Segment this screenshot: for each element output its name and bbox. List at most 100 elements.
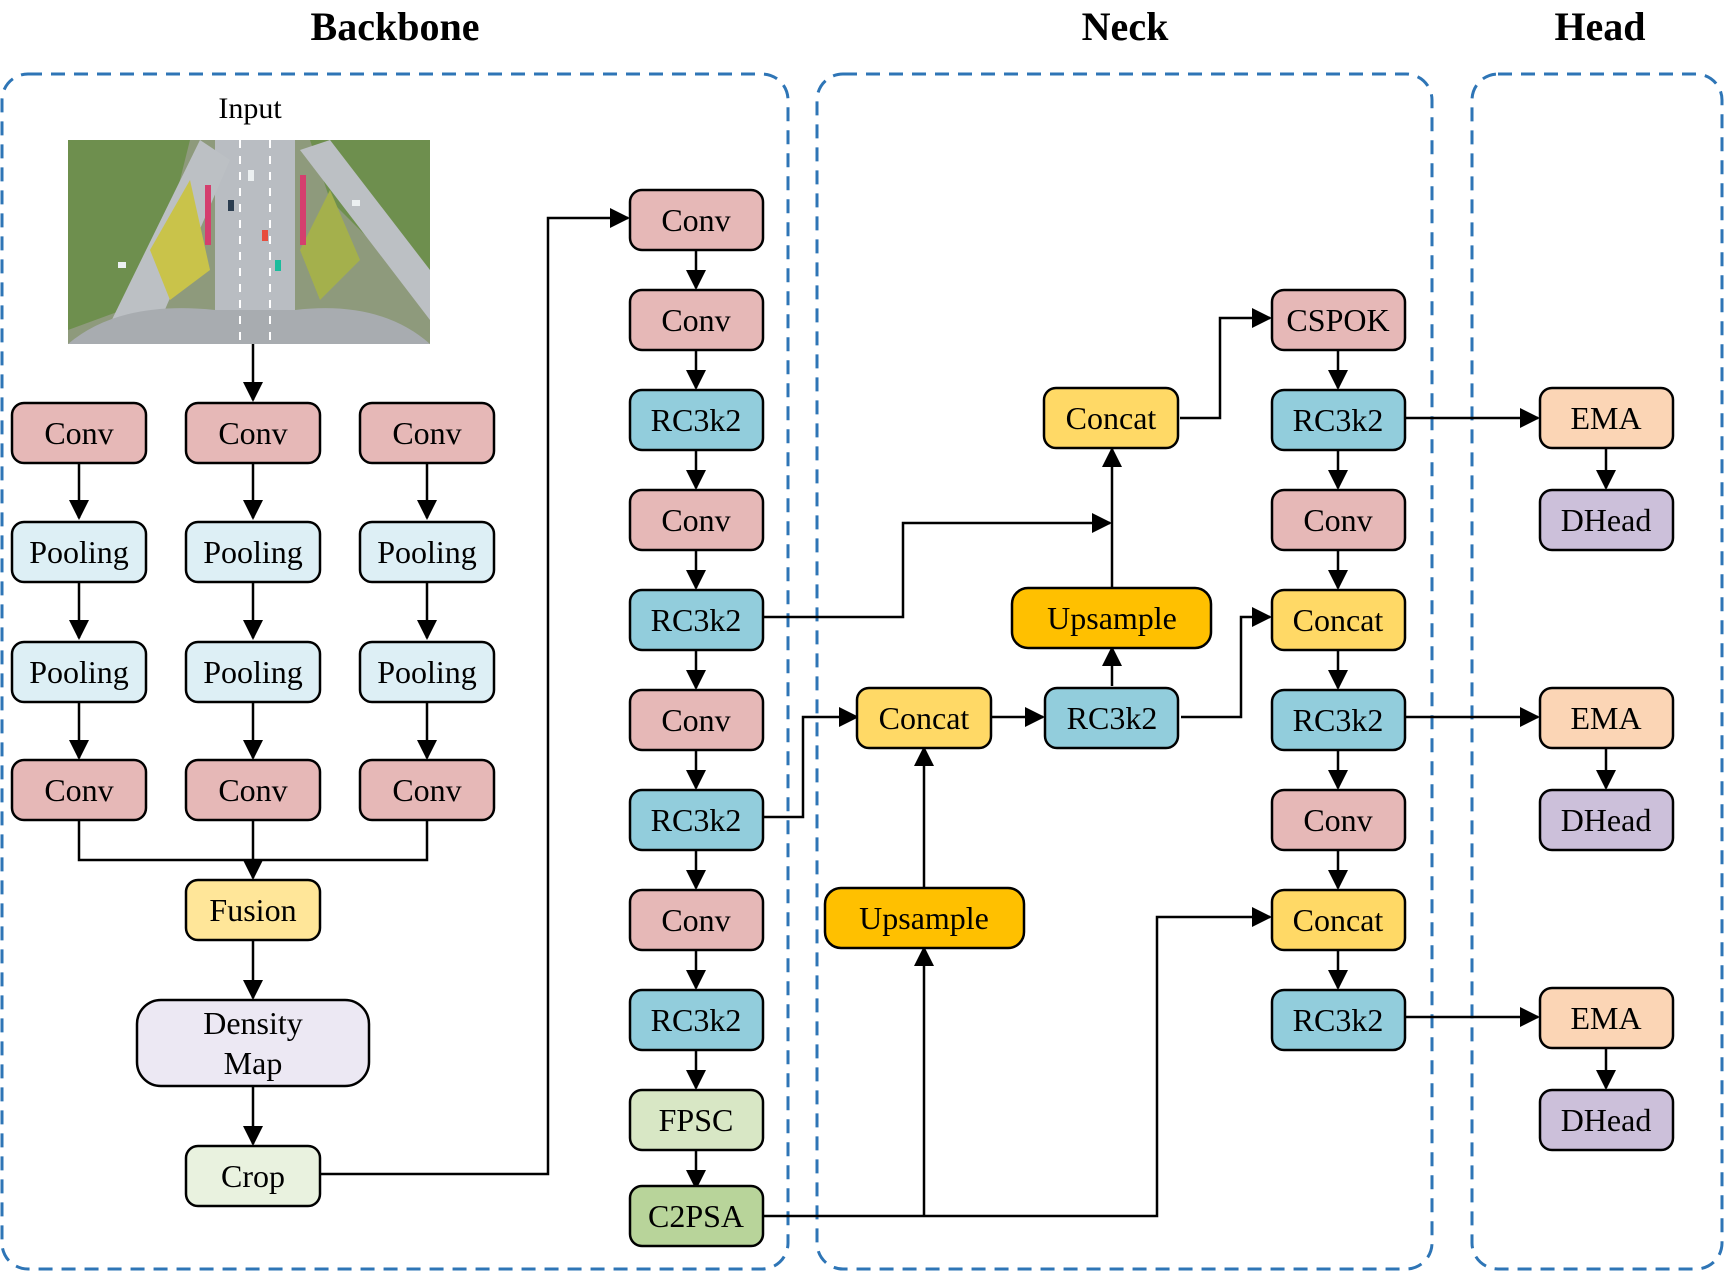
node-conv: Conv (10, 758, 148, 822)
svg-text:Map: Map (224, 1045, 283, 1081)
node-conv: Conv (358, 401, 496, 465)
backbone-title: Backbone (311, 4, 480, 49)
diagram-nodes: Conv Conv Conv Pooling Pooling Pooling P… (10, 188, 1675, 1248)
svg-text:RC3k2: RC3k2 (1293, 1002, 1384, 1038)
svg-text:RC3k2: RC3k2 (651, 802, 742, 838)
svg-text:Concat: Concat (1293, 602, 1384, 638)
svg-text:DHead: DHead (1561, 502, 1652, 538)
svg-text:DHead: DHead (1561, 1102, 1652, 1138)
node-pooling: Pooling (184, 520, 322, 584)
svg-text:Conv: Conv (661, 902, 730, 938)
node-conv: Conv (184, 401, 322, 465)
svg-text:CSPOK: CSPOK (1286, 302, 1389, 338)
node-ema: EMA (1538, 986, 1675, 1050)
svg-text:Pooling: Pooling (377, 534, 477, 570)
node-rc3k2: RC3k2 (628, 988, 765, 1052)
svg-text:Concat: Concat (879, 700, 970, 736)
node-density-map: Density Map (135, 998, 371, 1088)
node-dhead: DHead (1538, 1088, 1675, 1152)
node-rc3k2: RC3k2 (628, 788, 765, 852)
neck-border (815, 72, 1434, 1271)
node-conv: Conv (1270, 488, 1407, 552)
svg-text:Conv: Conv (1303, 802, 1372, 838)
backbone-border (0, 72, 790, 1271)
node-fusion: Fusion (184, 878, 322, 942)
node-fpsc: FPSC (628, 1088, 765, 1152)
svg-text:Conv: Conv (661, 302, 730, 338)
svg-text:RC3k2: RC3k2 (651, 602, 742, 638)
node-conv: Conv (628, 288, 765, 352)
svg-text:Upsample: Upsample (859, 900, 989, 936)
svg-text:Conv: Conv (1303, 502, 1372, 538)
svg-text:Concat: Concat (1293, 902, 1384, 938)
node-rc3k2: RC3k2 (628, 388, 765, 452)
neck-title: Neck (1082, 4, 1169, 49)
svg-text:Pooling: Pooling (203, 534, 303, 570)
node-pooling: Pooling (10, 520, 148, 584)
svg-text:Concat: Concat (1066, 400, 1157, 436)
svg-text:EMA: EMA (1570, 400, 1641, 436)
svg-text:Crop: Crop (221, 1158, 285, 1194)
node-pooling: Pooling (358, 520, 496, 584)
svg-text:Pooling: Pooling (377, 654, 477, 690)
svg-text:Conv: Conv (392, 772, 461, 808)
svg-text:Conv: Conv (661, 502, 730, 538)
node-dhead: DHead (1538, 488, 1675, 552)
svg-text:Conv: Conv (44, 415, 113, 451)
svg-text:Conv: Conv (661, 202, 730, 238)
svg-text:Conv: Conv (392, 415, 461, 451)
svg-text:Pooling: Pooling (203, 654, 303, 690)
connectors (69, 208, 1616, 1218)
svg-text:Conv: Conv (218, 415, 287, 451)
node-dhead: DHead (1538, 788, 1675, 852)
node-concat: Concat (855, 686, 993, 750)
node-cspok: CSPOK (1270, 288, 1407, 352)
node-pooling: Pooling (184, 640, 322, 704)
svg-text:C2PSA: C2PSA (648, 1198, 744, 1234)
svg-text:FPSC: FPSC (659, 1102, 734, 1138)
node-upsample: Upsample (823, 886, 1026, 950)
node-upsample: Upsample (1010, 586, 1213, 650)
node-conv: Conv (184, 758, 322, 822)
svg-text:RC3k2: RC3k2 (651, 1002, 742, 1038)
svg-text:Conv: Conv (44, 772, 113, 808)
input-image (68, 140, 430, 344)
node-c2psa: C2PSA (628, 1184, 765, 1248)
node-concat: Concat (1270, 888, 1407, 952)
input-label: Input (218, 92, 282, 125)
svg-text:DHead: DHead (1561, 802, 1652, 838)
node-concat: Concat (1270, 588, 1407, 652)
svg-text:RC3k2: RC3k2 (1067, 700, 1158, 736)
node-rc3k2: RC3k2 (1270, 988, 1407, 1052)
node-conv: Conv (358, 758, 496, 822)
node-pooling: Pooling (358, 640, 496, 704)
node-rc3k2: RC3k2 (628, 588, 765, 652)
svg-text:EMA: EMA (1570, 700, 1641, 736)
node-crop: Crop (184, 1144, 322, 1208)
node-concat: Concat (1042, 386, 1180, 450)
node-ema: EMA (1538, 686, 1675, 750)
svg-text:RC3k2: RC3k2 (1293, 402, 1384, 438)
svg-text:Fusion: Fusion (209, 892, 296, 928)
svg-text:RC3k2: RC3k2 (1293, 702, 1384, 738)
node-conv: Conv (628, 188, 765, 252)
node-rc3k2: RC3k2 (1043, 686, 1180, 750)
svg-text:Pooling: Pooling (29, 654, 129, 690)
node-conv: Conv (628, 688, 765, 752)
svg-text:Upsample: Upsample (1047, 600, 1177, 636)
svg-text:RC3k2: RC3k2 (651, 402, 742, 438)
node-ema: EMA (1538, 386, 1675, 450)
svg-text:Conv: Conv (218, 772, 287, 808)
node-rc3k2: RC3k2 (1270, 688, 1407, 752)
node-conv: Conv (1270, 788, 1407, 852)
node-pooling: Pooling (10, 640, 148, 704)
svg-text:Pooling: Pooling (29, 534, 129, 570)
node-conv: Conv (628, 888, 765, 952)
svg-text:Conv: Conv (661, 702, 730, 738)
node-rc3k2: RC3k2 (1270, 388, 1407, 452)
node-conv: Conv (628, 488, 765, 552)
svg-text:Density: Density (203, 1005, 303, 1041)
head-border (1470, 72, 1724, 1271)
head-title: Head (1554, 4, 1645, 49)
node-conv: Conv (10, 401, 148, 465)
